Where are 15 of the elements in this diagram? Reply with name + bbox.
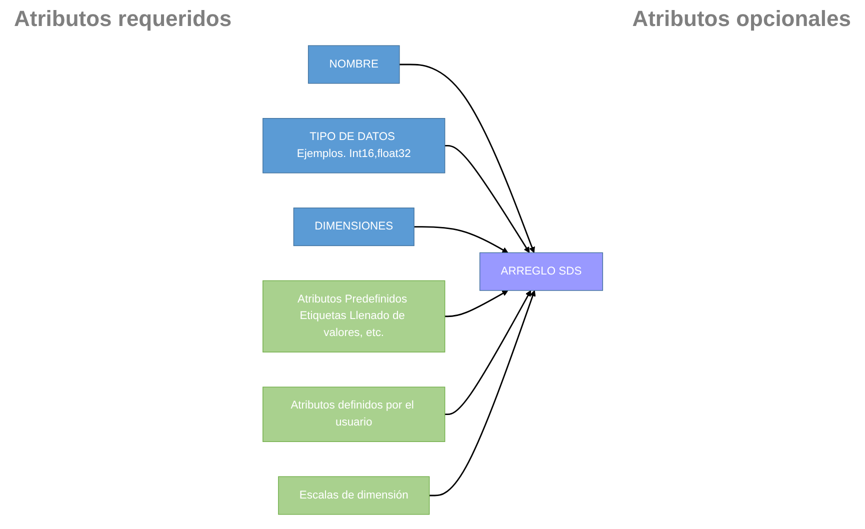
node-box: TIPO DE DATOS Ejemplos. Int16,float32 [262, 118, 445, 174]
section-heading: Atributos opcionales [632, 6, 851, 33]
section-heading: Atributos requeridos [14, 6, 232, 33]
node-box: Escalas de dimensión [278, 476, 430, 515]
arrow [444, 144, 530, 253]
arrow [444, 290, 508, 318]
node-box: ARREGLO SDS [479, 252, 603, 291]
node-box: NOMBRE [308, 45, 400, 84]
arrow [399, 64, 535, 253]
arrow [444, 290, 531, 416]
arrow [414, 226, 508, 253]
node-box: DIMENSIONES [293, 208, 414, 246]
node-box: Atributos Predefinidos Etiquetas Llenado de valores, etc. [262, 280, 445, 352]
node-box: Atributos definidos por el usuario [262, 386, 445, 442]
arrow [429, 290, 536, 496]
